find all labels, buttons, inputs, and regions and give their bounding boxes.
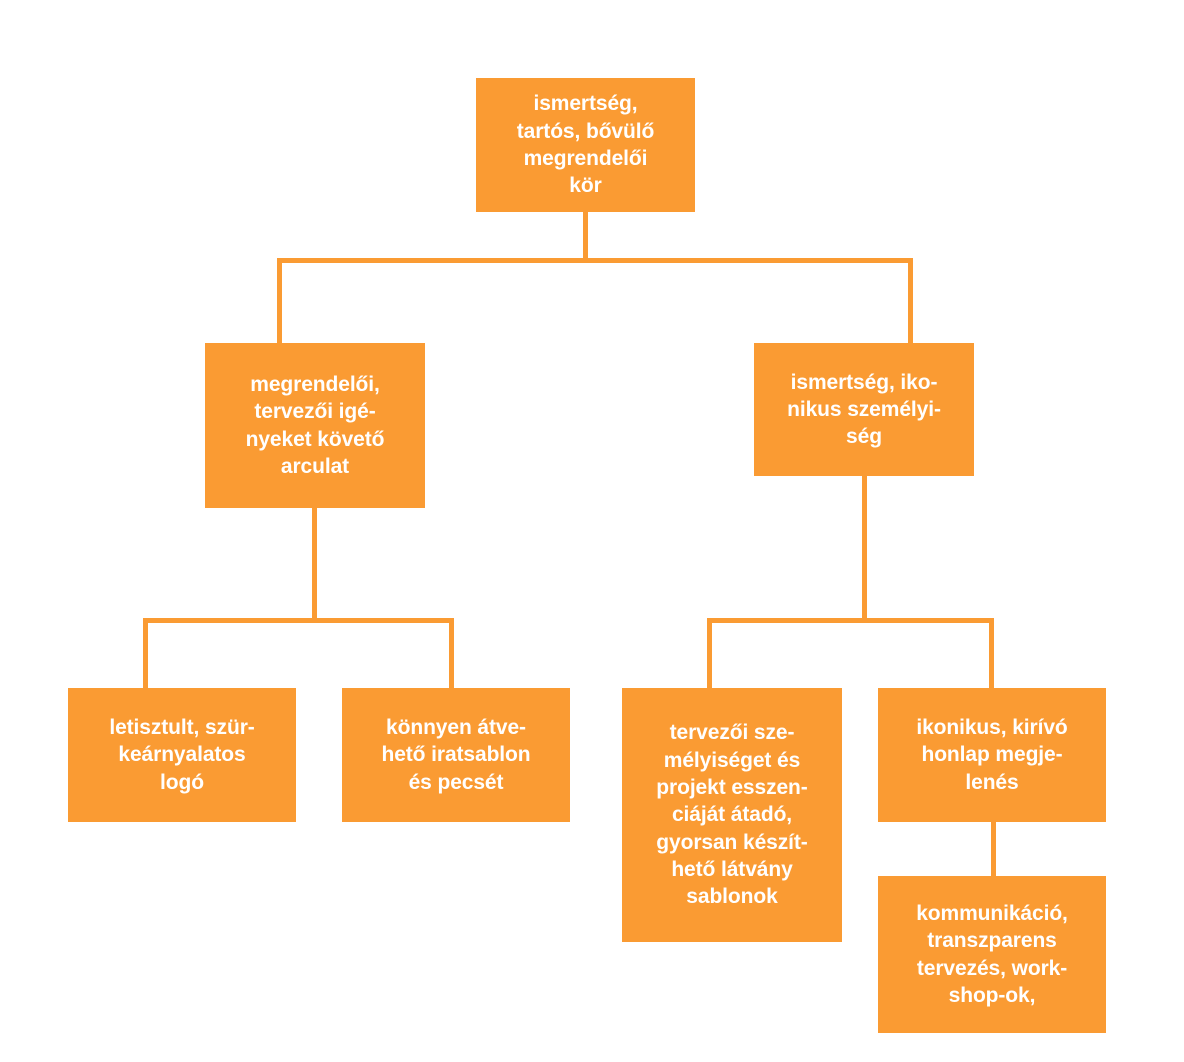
node-megrendeloi-tervezoi-igenyeket-koveto-arculat[interactable]: megrendelői, tervezői igé- nyeket követő… [205,343,425,508]
node-l2-left-label: megrendelői, tervezői igé- nyeket követő… [245,372,385,478]
node-l2-right-label: ismertség, iko- nikus személyi- ség [787,370,941,449]
edge-l2-left-stem [312,508,317,622]
edge-root-crossbar [277,258,913,263]
edge-l3-d-to-l4-a [991,822,996,880]
node-letisztult-szurkearnyalatos-logo[interactable]: letisztult, szür- keárnyalatos logó [68,688,296,822]
node-ikonikus-kirivo-honlap-megjelenes[interactable]: ikonikus, kirívó honlap megje- lenés [878,688,1106,822]
edge-l2-left-to-l3-a [143,618,148,690]
edge-l2-right-to-l3-d [989,618,994,690]
edge-l2-left-to-l3-b [449,618,454,690]
edge-l2-right-to-l3-c [707,618,712,690]
node-l3-c-label: tervezői sze- mélyiséget és projekt essz… [656,721,808,909]
edge-root-to-l2-right [908,258,913,346]
node-l4-a-label: kommunikáció, transzparens tervezés, wor… [916,901,1068,1007]
node-tervezoi-szemelyiseget-es-projekt-esszenciajat-atado[interactable]: tervezői sze- mélyiséget és projekt essz… [622,688,842,942]
node-root-label: ismertség, tartós, bővülő megrendelői kö… [516,92,655,198]
node-l3-b-label: könnyen átve- hető iratsablon és pecsét [381,716,531,794]
edge-root-to-l2-left [277,258,282,346]
node-konnyen-atveheto-iratsablon-es-pecset[interactable]: könnyen átve- hető iratsablon és pecsét [342,688,570,822]
node-kommunikacio-transzparens-tervezes-workshop-ok[interactable]: kommunikáció, transzparens tervezés, wor… [878,876,1106,1033]
node-ismertseg-ikonikus-szemelyiseg[interactable]: ismertség, iko- nikus személyi- ség [754,343,974,476]
edge-l2-left-crossbar [143,618,454,623]
node-root[interactable]: ismertség, tartós, bővülő megrendelői kö… [476,78,695,212]
node-l3-a-label: letisztult, szür- keárnyalatos logó [109,716,255,794]
edge-root-stem [583,212,588,262]
node-l3-d-label: ikonikus, kirívó honlap megje- lenés [916,716,1068,794]
edge-l2-right-stem [862,476,867,622]
edge-l2-right-crossbar [707,618,994,623]
